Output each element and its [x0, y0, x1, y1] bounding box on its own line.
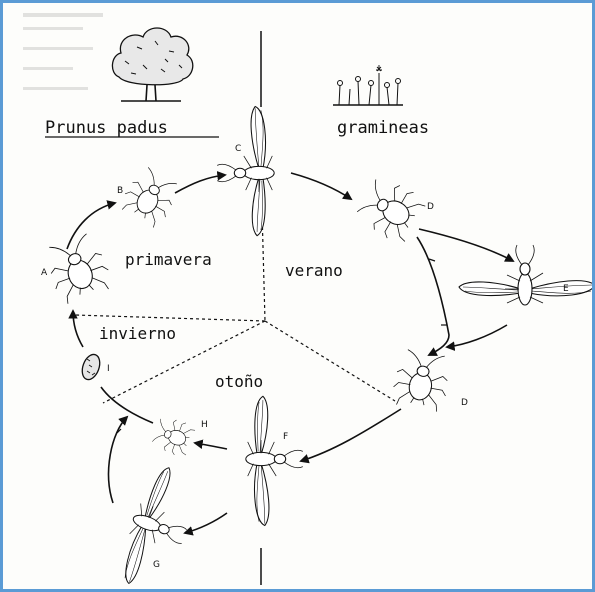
season-label-spring: primavera	[125, 250, 212, 269]
stage-label-f: F	[283, 432, 288, 442]
stage-label-c: C	[235, 144, 241, 154]
life-cycle-diagram: Prunus padus gramineas primavera verano …	[3, 3, 592, 589]
arrow-i-a	[73, 311, 83, 347]
arrow-g-loop	[109, 417, 127, 503]
arrow-d-e	[419, 229, 513, 261]
aphid-wingless-icon-d-bottom	[391, 348, 453, 412]
cycle-arrows	[67, 173, 513, 533]
aphid-winged-icon-c	[217, 107, 274, 236]
aphid-wingless-icon-a	[42, 231, 115, 306]
arrow-f-h	[195, 443, 227, 449]
stage-label-h: H	[201, 420, 208, 430]
grass-icon	[333, 65, 403, 105]
arrow-b-c	[175, 175, 225, 193]
stage-label-e: E	[563, 284, 569, 294]
aphid-wingless-icon-b	[118, 164, 183, 230]
background-texture	[23, 13, 103, 90]
arrow-d-d	[417, 237, 449, 355]
arrow-a-b	[67, 203, 115, 249]
aphid-wingless-icon-d-top	[353, 173, 428, 247]
aphid-winged-icon-f	[246, 396, 303, 525]
stage-label-i: I	[107, 364, 110, 374]
season-label-summer: verano	[285, 261, 343, 280]
season-label-autumn: otoño	[215, 372, 263, 391]
stage-label-g: G	[153, 560, 160, 570]
tree-icon	[112, 28, 192, 101]
season-label-winter: invierno	[99, 324, 176, 343]
host-label-prunus: Prunus padus	[45, 118, 168, 138]
arrow-e-d	[447, 325, 507, 347]
arrow-ticks	[117, 259, 447, 433]
aphid-winged-icon-e	[459, 245, 592, 305]
aphid-wingless-icon-h	[151, 414, 197, 458]
stage-label-d-bottom: D	[461, 398, 468, 408]
season-dividers	[75, 173, 395, 403]
arrow-c-d	[291, 173, 351, 199]
stage-label-d-top: D	[427, 202, 434, 212]
host-label-gramineas: gramineas	[337, 118, 429, 138]
egg-icon	[79, 352, 103, 382]
stage-label-a: A	[41, 268, 48, 278]
arrow-d-f	[301, 409, 401, 461]
stage-label-b: B	[117, 186, 123, 196]
arrow-f-g	[185, 513, 227, 533]
